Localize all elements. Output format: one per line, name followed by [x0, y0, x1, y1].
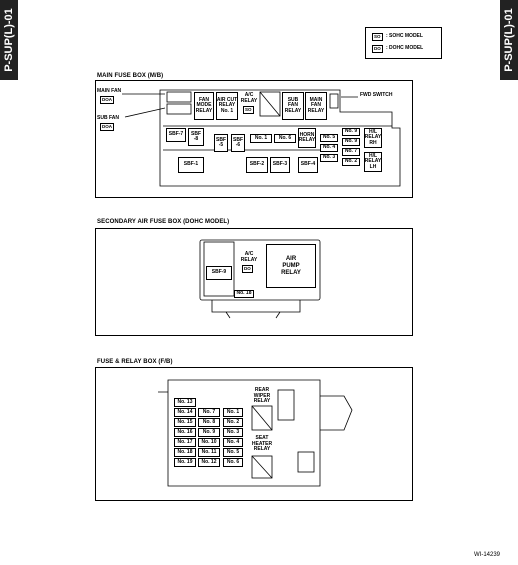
fuse-no-6: No. 6: [274, 134, 296, 143]
fuse-no-5: No. 5: [223, 448, 243, 457]
hl-relay-lh: H/L RELAY LH: [364, 152, 382, 172]
fuse-no-9b: No. 9: [342, 138, 360, 146]
seat-heater-relay: SEAT HEATER RELAY: [251, 435, 273, 452]
main-fan-relay: MAIN FAN RELAY: [305, 92, 327, 120]
fuse-no-16: No. 16: [174, 428, 196, 437]
fuse-no-3: No. 3: [320, 154, 338, 162]
legend-box: [365, 27, 442, 59]
side-tab-right: P-SUP(L)-01: [500, 0, 518, 80]
fuse-no-9: No. 9: [342, 128, 360, 136]
figure-id: WI-14239: [474, 552, 501, 558]
fuse-sbf-2: SBF-2: [246, 157, 268, 173]
fuse-sbf-5: SBF -5: [214, 134, 228, 152]
sub-fan-label: SUB FAN: [97, 115, 119, 121]
main-fuse-box-frame: [95, 80, 413, 198]
ac-relay-tag: SO: [243, 106, 254, 114]
air-cut-relay: AIR CUT RELAY No. 1: [216, 92, 238, 120]
fuse-no-15: No. 15: [174, 418, 196, 427]
fuse-no-7: No. 7: [198, 408, 220, 417]
ac-relay: A/C RELAY: [240, 92, 258, 104]
do-legend-text: : DOHC MODEL: [386, 45, 424, 51]
sub-fan-tag: DOA: [100, 123, 114, 131]
fuse-no-18: No. 18: [174, 448, 196, 457]
main-fan-tag: DOA: [100, 96, 114, 104]
ac-relay-dohc: A/C RELAY: [240, 251, 258, 263]
fwd-switch-label: FWD SWITCH: [360, 92, 393, 98]
fuse-no-4: No. 4: [223, 438, 243, 447]
fuse-no-19: No. 19: [174, 458, 196, 467]
ac-relay-dohc-tag: DO: [242, 265, 253, 273]
so-tag: SO: [372, 33, 383, 41]
rear-wiper-relay: REAR WIPER RELAY: [253, 387, 271, 404]
fuse-sbf-6: SBF -6: [231, 134, 245, 152]
main-fan-label: MAIN FAN: [97, 88, 122, 94]
so-legend-text: : SOHC MODEL: [386, 33, 423, 39]
fuse-no-6: No. 6: [223, 458, 243, 467]
hl-relay-rh: H/L RELAY RH: [364, 128, 382, 148]
fuse-no-18-secondary: No. 18: [234, 290, 254, 298]
fuse-sbf-3: SBF-3: [270, 157, 290, 173]
fuse-no-8: No. 8: [198, 418, 220, 427]
fuse-no-2: No. 2: [342, 158, 360, 166]
secondary-box-frame: [95, 228, 413, 336]
fuse-no-13: No. 13: [174, 398, 196, 407]
secondary-box-title: SECONDARY AIR FUSE BOX (DOHC MODEL): [97, 219, 230, 225]
sub-fan-relay: SUB FAN RELAY: [282, 92, 304, 120]
fuse-no-3: No. 3: [223, 428, 243, 437]
fuse-no-12: No. 12: [198, 458, 220, 467]
fuse-no-4: No. 4: [320, 144, 338, 152]
relay-box-frame: [95, 367, 413, 501]
fuse-no-1: No. 1: [250, 134, 272, 143]
fuse-sbf-7: SBF-7: [166, 128, 186, 142]
relay-box-title: FUSE & RELAY BOX (F/B): [97, 359, 173, 365]
fuse-no-11: No. 11: [198, 448, 220, 457]
fuse-no-5: No. 5: [320, 134, 338, 142]
fuse-no-17: No. 17: [174, 438, 196, 447]
side-tab-left: P-SUP(L)-01: [0, 0, 18, 80]
air-pump-relay: AIR PUMP RELAY: [266, 244, 316, 288]
fuse-sbf-8: SBF -8: [188, 128, 204, 146]
fuse-no-1: No. 1: [223, 408, 243, 417]
fan-mode-relay: FAN MODE RELAY: [194, 92, 214, 120]
fuse-no-14: No. 14: [174, 408, 196, 417]
main-fuse-box-title: MAIN FUSE BOX (M/B): [97, 73, 164, 79]
horn-relay: HORN RELAY: [298, 128, 316, 148]
do-tag: DO: [372, 45, 383, 53]
fuse-sbf-1: SBF-1: [178, 157, 204, 173]
fuse-no-2: No. 2: [223, 418, 243, 427]
fuse-no-9: No. 9: [198, 428, 220, 437]
fuse-no-10: No. 10: [198, 438, 220, 447]
fuse-sbf-9: SBF-9: [206, 266, 232, 280]
fuse-sbf-4: SBF-4: [298, 157, 318, 173]
fuse-no-7: No. 7: [342, 148, 360, 156]
